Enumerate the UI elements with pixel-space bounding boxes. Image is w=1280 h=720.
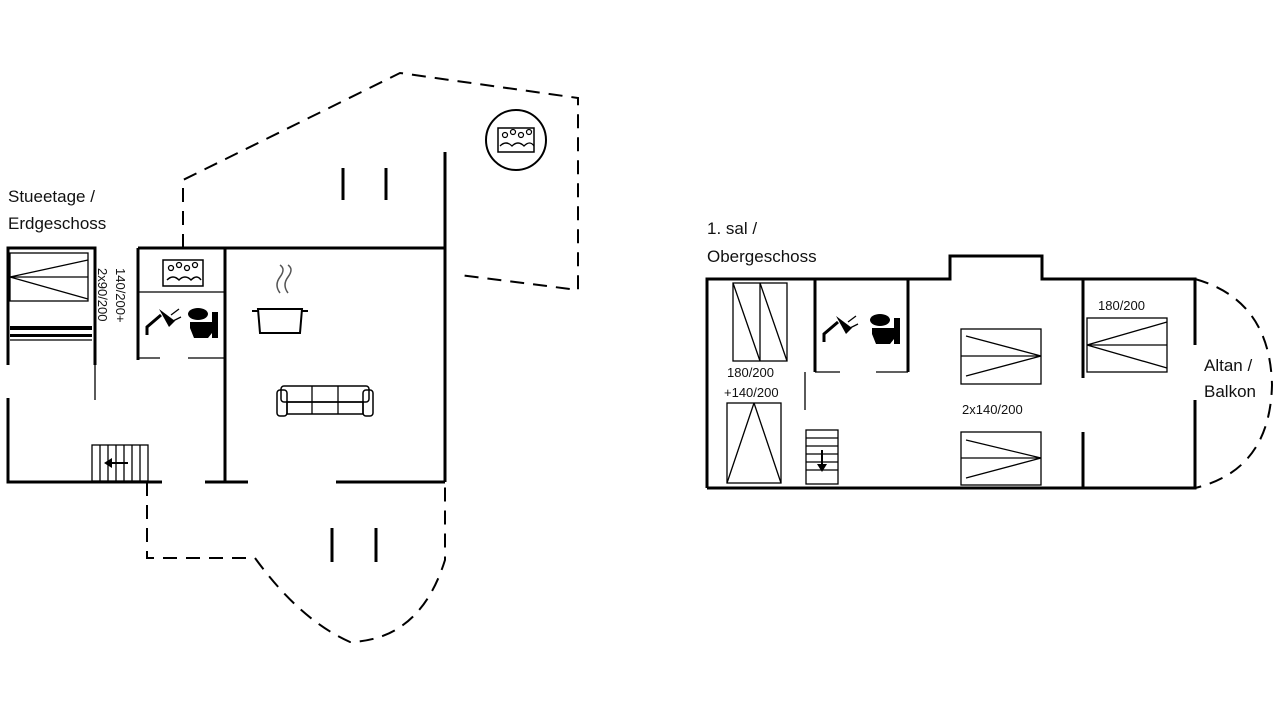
balcony-outline	[1194, 278, 1274, 489]
hot-tub-icon	[162, 259, 204, 287]
terrace-bottom-outline	[146, 482, 446, 644]
deck-marks	[330, 168, 388, 562]
outdoor-hot-tub-icon	[485, 109, 547, 171]
balcony-label-line2: Balkon	[1204, 382, 1256, 401]
upper-center-beds	[960, 328, 1042, 486]
upper-toilet-icon	[870, 314, 900, 344]
ground-bedroom-beds	[9, 252, 92, 341]
ground-bed-label-line1: 140/200+	[113, 268, 128, 323]
upper-floor-plan: 1. sal / Obergeschoss 180/200 +140/200 2…	[705, 219, 1274, 490]
sofa-icon	[276, 385, 374, 417]
stairs-icon	[91, 444, 149, 482]
balcony-label-line1: Altan /	[1204, 356, 1252, 375]
upper-left-bed-label-line1: 180/200	[727, 365, 774, 380]
upper-left-bed-label-line2: +140/200	[724, 385, 779, 400]
upper-stairs-icon	[805, 429, 839, 485]
terrace-top-outline	[182, 71, 579, 292]
upper-floor-label-line1: 1. sal /	[707, 219, 757, 238]
upper-right-bed	[1086, 317, 1168, 373]
ground-floor-plan: Stueetage / Erdgeschoss 140/200+ 2x90/20…	[6, 71, 579, 644]
upper-right-bed-label: 180/200	[1098, 298, 1145, 313]
ground-floor-label-line2: Erdgeschoss	[8, 214, 106, 233]
upper-center-bed-label: 2x140/200	[962, 402, 1023, 417]
toilet-icon	[188, 308, 218, 338]
upper-shower-icon	[822, 315, 859, 342]
shower-icon	[145, 308, 182, 335]
ground-floor-label-line1: Stueetage /	[8, 187, 95, 206]
ground-bed-label-line2: 2x90/200	[95, 268, 110, 322]
ground-floor-walls	[6, 152, 447, 484]
upper-left-bedroom-beds	[726, 282, 788, 484]
upper-floor-label-line2: Obergeschoss	[707, 247, 817, 266]
cooking-pot-icon	[252, 264, 308, 334]
